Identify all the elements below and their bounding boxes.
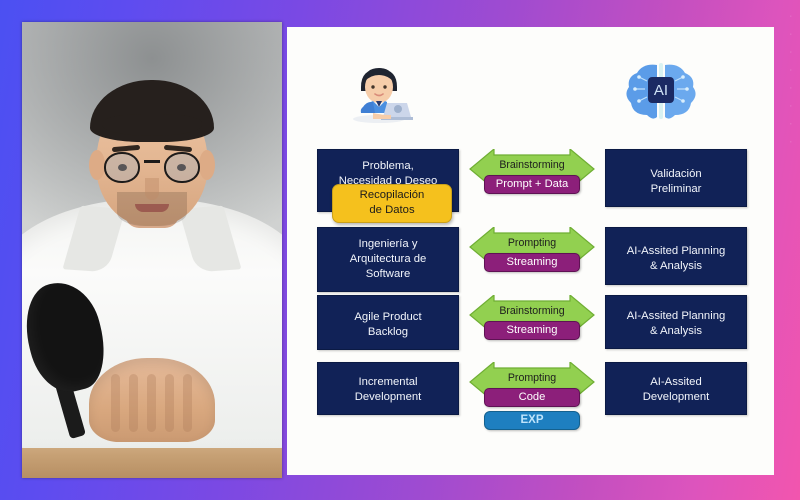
- exchange-column: Brainstorming Streaming: [468, 295, 596, 340]
- mouth: [135, 204, 169, 212]
- mode-badge[interactable]: Prompt + Data: [484, 175, 580, 194]
- exchange-column: Brainstorming Prompt + Data: [468, 149, 596, 194]
- ear-right: [199, 150, 215, 180]
- finger: [129, 374, 138, 432]
- ear-left: [89, 150, 105, 180]
- shirt-collar-left: [62, 205, 126, 273]
- eyebrow-left: [111, 144, 141, 153]
- mode-badge[interactable]: Code: [484, 388, 580, 407]
- diagram-header-icons: AI: [287, 27, 774, 147]
- mode-badge-label: Streaming: [506, 324, 558, 336]
- presenter-webcam-feed[interactable]: [22, 22, 282, 478]
- mode-badge-label: Prompt + Data: [495, 178, 569, 190]
- exchange-column: Prompting Streaming: [468, 227, 596, 272]
- exp-badge[interactable]: EXP: [484, 411, 580, 430]
- stage-box-left-label: Problema,Necesidad o Deseo: [338, 160, 438, 187]
- eyeglasses-lens-right: [164, 152, 200, 183]
- person-at-laptop-icon: [343, 57, 415, 134]
- mode-badge-label: Code: [518, 391, 546, 403]
- finger: [147, 374, 156, 432]
- presenter-interlaced-hands: [89, 358, 215, 442]
- finger: [183, 374, 192, 432]
- mode-badge[interactable]: Streaming: [484, 253, 580, 272]
- exchange-column: Prompting Code EXP: [468, 362, 596, 430]
- eye-left: [118, 164, 127, 171]
- stage-box-right-label: AI-Assited Planning& Analysis: [626, 310, 726, 337]
- stage-box-right[interactable]: AI-Assited Planning& Analysis: [605, 295, 747, 349]
- svg-text:AI: AI: [654, 82, 668, 99]
- stage-box-right-label: AI-Assited Planning& Analysis: [626, 245, 726, 272]
- eyebrow-right: [163, 144, 193, 153]
- exp-badge-label: EXP: [520, 414, 544, 426]
- edge-watermark-text: · · · · · · · ·: [784, 14, 799, 149]
- eyeglasses-bridge: [144, 160, 160, 163]
- mode-badge-label: Streaming: [506, 256, 558, 268]
- presenter-head: [89, 80, 215, 226]
- mode-badge[interactable]: Streaming: [484, 321, 580, 340]
- nose: [145, 178, 159, 200]
- finger: [111, 374, 120, 432]
- eyeglasses-lens-left: [104, 152, 140, 183]
- ai-brain-icon: AI: [623, 55, 699, 132]
- shirt-collar-right: [178, 205, 242, 273]
- diagram-panel: AI Problema,Necesidad o Deseo Recopilaci…: [287, 27, 774, 475]
- finger: [165, 374, 174, 432]
- stage-box-right[interactable]: AI-Assited Planning& Analysis: [605, 227, 747, 285]
- eye-right: [177, 164, 186, 171]
